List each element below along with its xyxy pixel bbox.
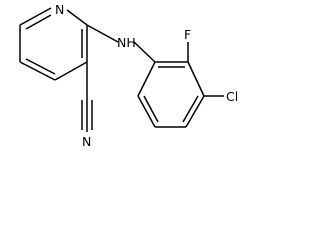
bond-c3p-c4p bbox=[185, 95, 205, 128]
bond-c6-n1 bbox=[19, 7, 52, 26]
bond-c3-c4 bbox=[54, 61, 88, 81]
bond-c2p-c3p bbox=[187, 61, 205, 97]
bond-c6-n1-inner bbox=[25, 14, 52, 30]
atom-nh: NH bbox=[117, 35, 136, 50]
atom-f: F bbox=[184, 27, 191, 42]
atom-cl: Cl bbox=[226, 89, 238, 104]
bond-c4-c5-inner bbox=[25, 58, 56, 75]
atom-n-ring: N bbox=[55, 2, 64, 17]
molecule-svg: N NH F Cl N bbox=[19, 2, 238, 149]
bond-c3p-c4p-inner bbox=[182, 95, 199, 123]
bond-nh-c1p bbox=[133, 41, 156, 63]
bond-c5p-c6p-inner bbox=[143, 95, 159, 123]
molecule-structure: N NH F Cl N bbox=[19, 2, 238, 149]
bond-c2-nh bbox=[86, 24, 119, 43]
bond-c6p-c1p bbox=[137, 61, 156, 97]
bond-c5p-c6p bbox=[137, 95, 156, 128]
bond-c4-c5 bbox=[19, 61, 56, 81]
bond-n1-c2 bbox=[66, 9, 88, 26]
atom-n-nitrile: N bbox=[82, 134, 91, 149]
